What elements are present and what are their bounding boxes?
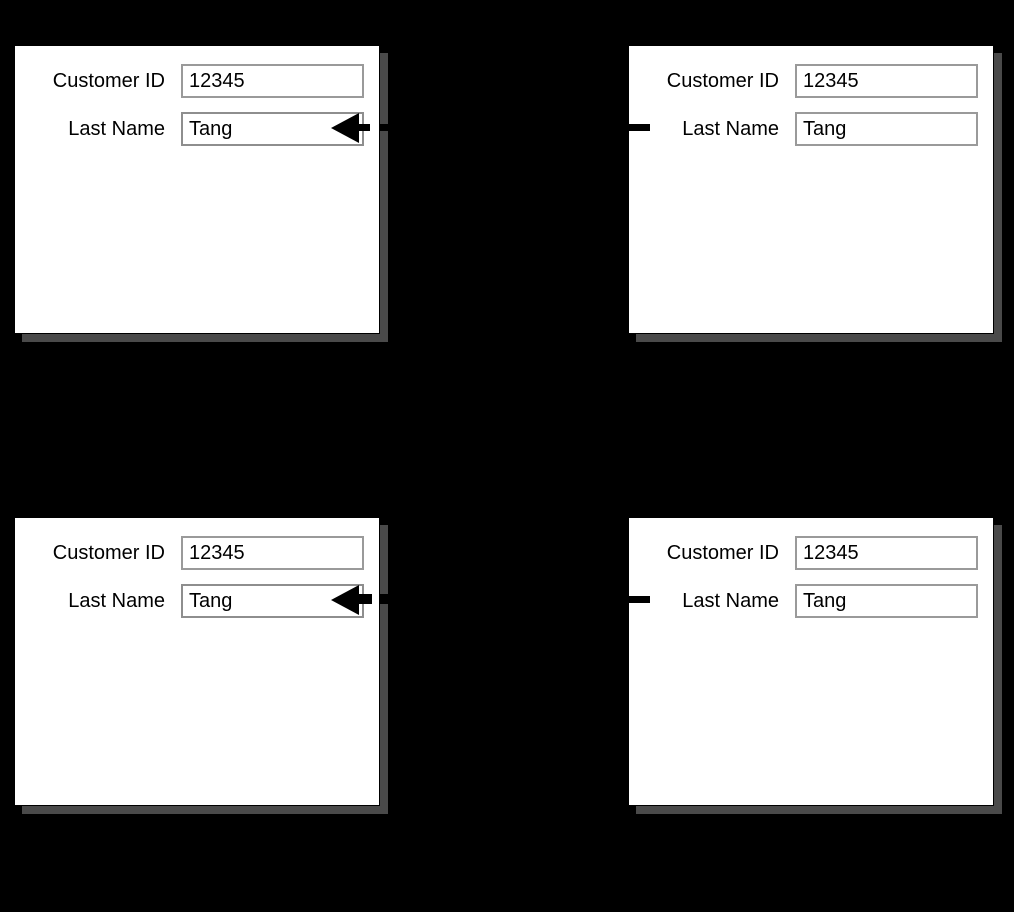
customer-form-bottom-right[interactable]: Customer ID 12345 Last Name Tang — [628, 517, 994, 806]
customer-id-label: Customer ID — [52, 70, 165, 92]
form-row-customer-id: Customer ID 12345 — [29, 64, 364, 98]
annotation-dash-marker-top-right — [628, 124, 650, 131]
customer-id-label: Customer ID — [666, 542, 779, 564]
annotation-arrow-head-bottom-left — [331, 585, 359, 615]
last-name-label: Last Name — [68, 118, 165, 140]
customer-id-label: Customer ID — [52, 542, 165, 564]
form-row-last-name: Last Name Tang — [643, 584, 978, 618]
form-row-last-name: Last Name Tang — [29, 112, 364, 146]
annotation-dash-marker-bottom-right — [628, 596, 650, 603]
panel-body: Customer ID 12345 Last Name Tang — [15, 518, 379, 805]
customer-form-top-right[interactable]: Customer ID 12345 Last Name Tang — [628, 45, 994, 334]
last-name-label: Last Name — [682, 590, 779, 612]
customer-id-input[interactable]: 12345 — [795, 536, 978, 570]
form-row-customer-id: Customer ID 12345 — [29, 536, 364, 570]
panel-body: Customer ID 12345 Last Name Tang — [629, 518, 993, 805]
last-name-input[interactable]: Tang — [795, 112, 978, 146]
annotation-connector-stub-bottom-left-b — [379, 594, 393, 604]
form-row-customer-id: Customer ID 12345 — [643, 536, 978, 570]
customer-id-input[interactable]: 12345 — [181, 64, 364, 98]
panel-body: Customer ID 12345 Last Name Tang — [15, 46, 379, 333]
panel-body: Customer ID 12345 Last Name Tang — [629, 46, 993, 333]
customer-id-label: Customer ID — [666, 70, 779, 92]
last-name-label: Last Name — [68, 590, 165, 612]
last-name-label: Last Name — [682, 118, 779, 140]
last-name-input[interactable]: Tang — [795, 584, 978, 618]
customer-form-top-left[interactable]: Customer ID 12345 Last Name Tang — [14, 45, 380, 334]
annotation-arrow-head-top-left — [331, 113, 359, 143]
customer-id-input[interactable]: 12345 — [181, 536, 364, 570]
annotation-connector-stub-bottom-left-a — [359, 594, 372, 604]
annotation-connector-stub-top-left-b — [379, 124, 393, 131]
form-row-last-name: Last Name Tang — [643, 112, 978, 146]
form-row-last-name: Last Name Tang — [29, 584, 364, 618]
form-row-customer-id: Customer ID 12345 — [643, 64, 978, 98]
customer-form-bottom-left[interactable]: Customer ID 12345 Last Name Tang — [14, 517, 380, 806]
customer-id-input[interactable]: 12345 — [795, 64, 978, 98]
annotation-connector-stub-top-left-a — [359, 124, 370, 131]
